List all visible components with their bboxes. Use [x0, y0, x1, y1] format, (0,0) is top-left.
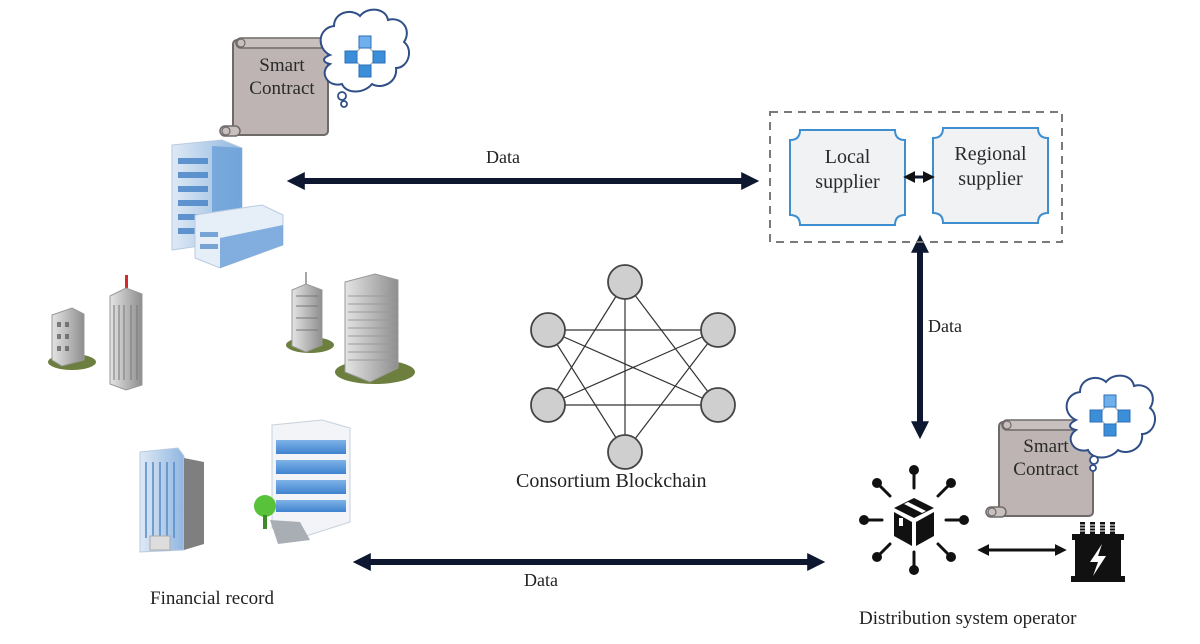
dso-label: Distribution system operator	[859, 608, 1077, 629]
blockchain-node-upper-right	[700, 312, 736, 348]
blockchain-edge-top-lower-left	[547, 281, 626, 406]
supplier-group-dashed-border	[769, 111, 1063, 243]
regional-supplier-box[interactable]	[932, 127, 1049, 224]
tower-building-icon	[286, 272, 334, 353]
smart-contract-dso-label: Smart Contract	[1000, 436, 1092, 482]
blockchain-node-upper-left	[530, 312, 566, 348]
dso-hub-icon	[859, 465, 969, 575]
local-supplier-line1: Local	[824, 146, 871, 168]
office-building-tree-icon	[254, 419, 351, 544]
blockchain-edges	[547, 281, 719, 453]
data-label-top: Data	[486, 147, 520, 167]
regional-supplier-line2: supplier	[958, 168, 1023, 190]
regional-supplier-line1: Regional	[954, 143, 1027, 165]
smart-contract-top-line1: Smart	[259, 55, 305, 76]
package-box-icon	[894, 498, 934, 546]
blockchain-edge-upper-right-lower-left	[547, 329, 719, 406]
smart-contract-top-line2: Contract	[249, 77, 315, 99]
thought-cloud-dso	[1065, 374, 1157, 472]
consortium-blockchain-label: Consortium Blockchain	[516, 470, 707, 492]
blockchain-cubes-icon-dso	[1089, 394, 1131, 437]
small-building-icon	[48, 307, 96, 370]
blockchain-node-top	[607, 264, 643, 300]
tall-office-building-icon	[335, 273, 415, 384]
blockchain-cubes-icon-top	[344, 35, 386, 78]
smart-contract-scroll-dso	[985, 419, 1094, 518]
local-supplier-box[interactable]	[789, 129, 906, 226]
blockchain-node-lower-right	[700, 387, 736, 423]
smart-contract-dso-line1: Smart	[1023, 436, 1069, 457]
data-label-bottom: Data	[524, 570, 558, 590]
local-supplier-label: Local supplier	[790, 145, 905, 195]
smart-contract-top-label: Smart Contract	[238, 55, 326, 101]
blockchain-edge-upper-right-bottom	[624, 329, 719, 453]
financial-record-label: Financial record	[150, 588, 274, 609]
blockchain-node-lower-left	[530, 387, 566, 423]
blockchain-nodes	[530, 264, 736, 470]
blockchain-edge-upper-left-bottom	[547, 329, 626, 453]
data-label-vertical: Data	[928, 316, 962, 336]
office-building-main-icon	[171, 139, 284, 269]
power-transformer-icon	[1071, 522, 1125, 582]
regional-supplier-label: Regional supplier	[933, 142, 1048, 192]
blockchain-edge-top-lower-right	[624, 281, 719, 406]
local-supplier-line2: supplier	[815, 171, 880, 193]
thought-cloud-top	[319, 8, 411, 108]
skyscraper-antenna-icon	[109, 275, 143, 391]
blockchain-node-bottom	[607, 434, 643, 470]
smart-contract-dso-line2: Contract	[1013, 458, 1079, 480]
glass-tower-building-icon	[139, 447, 204, 553]
